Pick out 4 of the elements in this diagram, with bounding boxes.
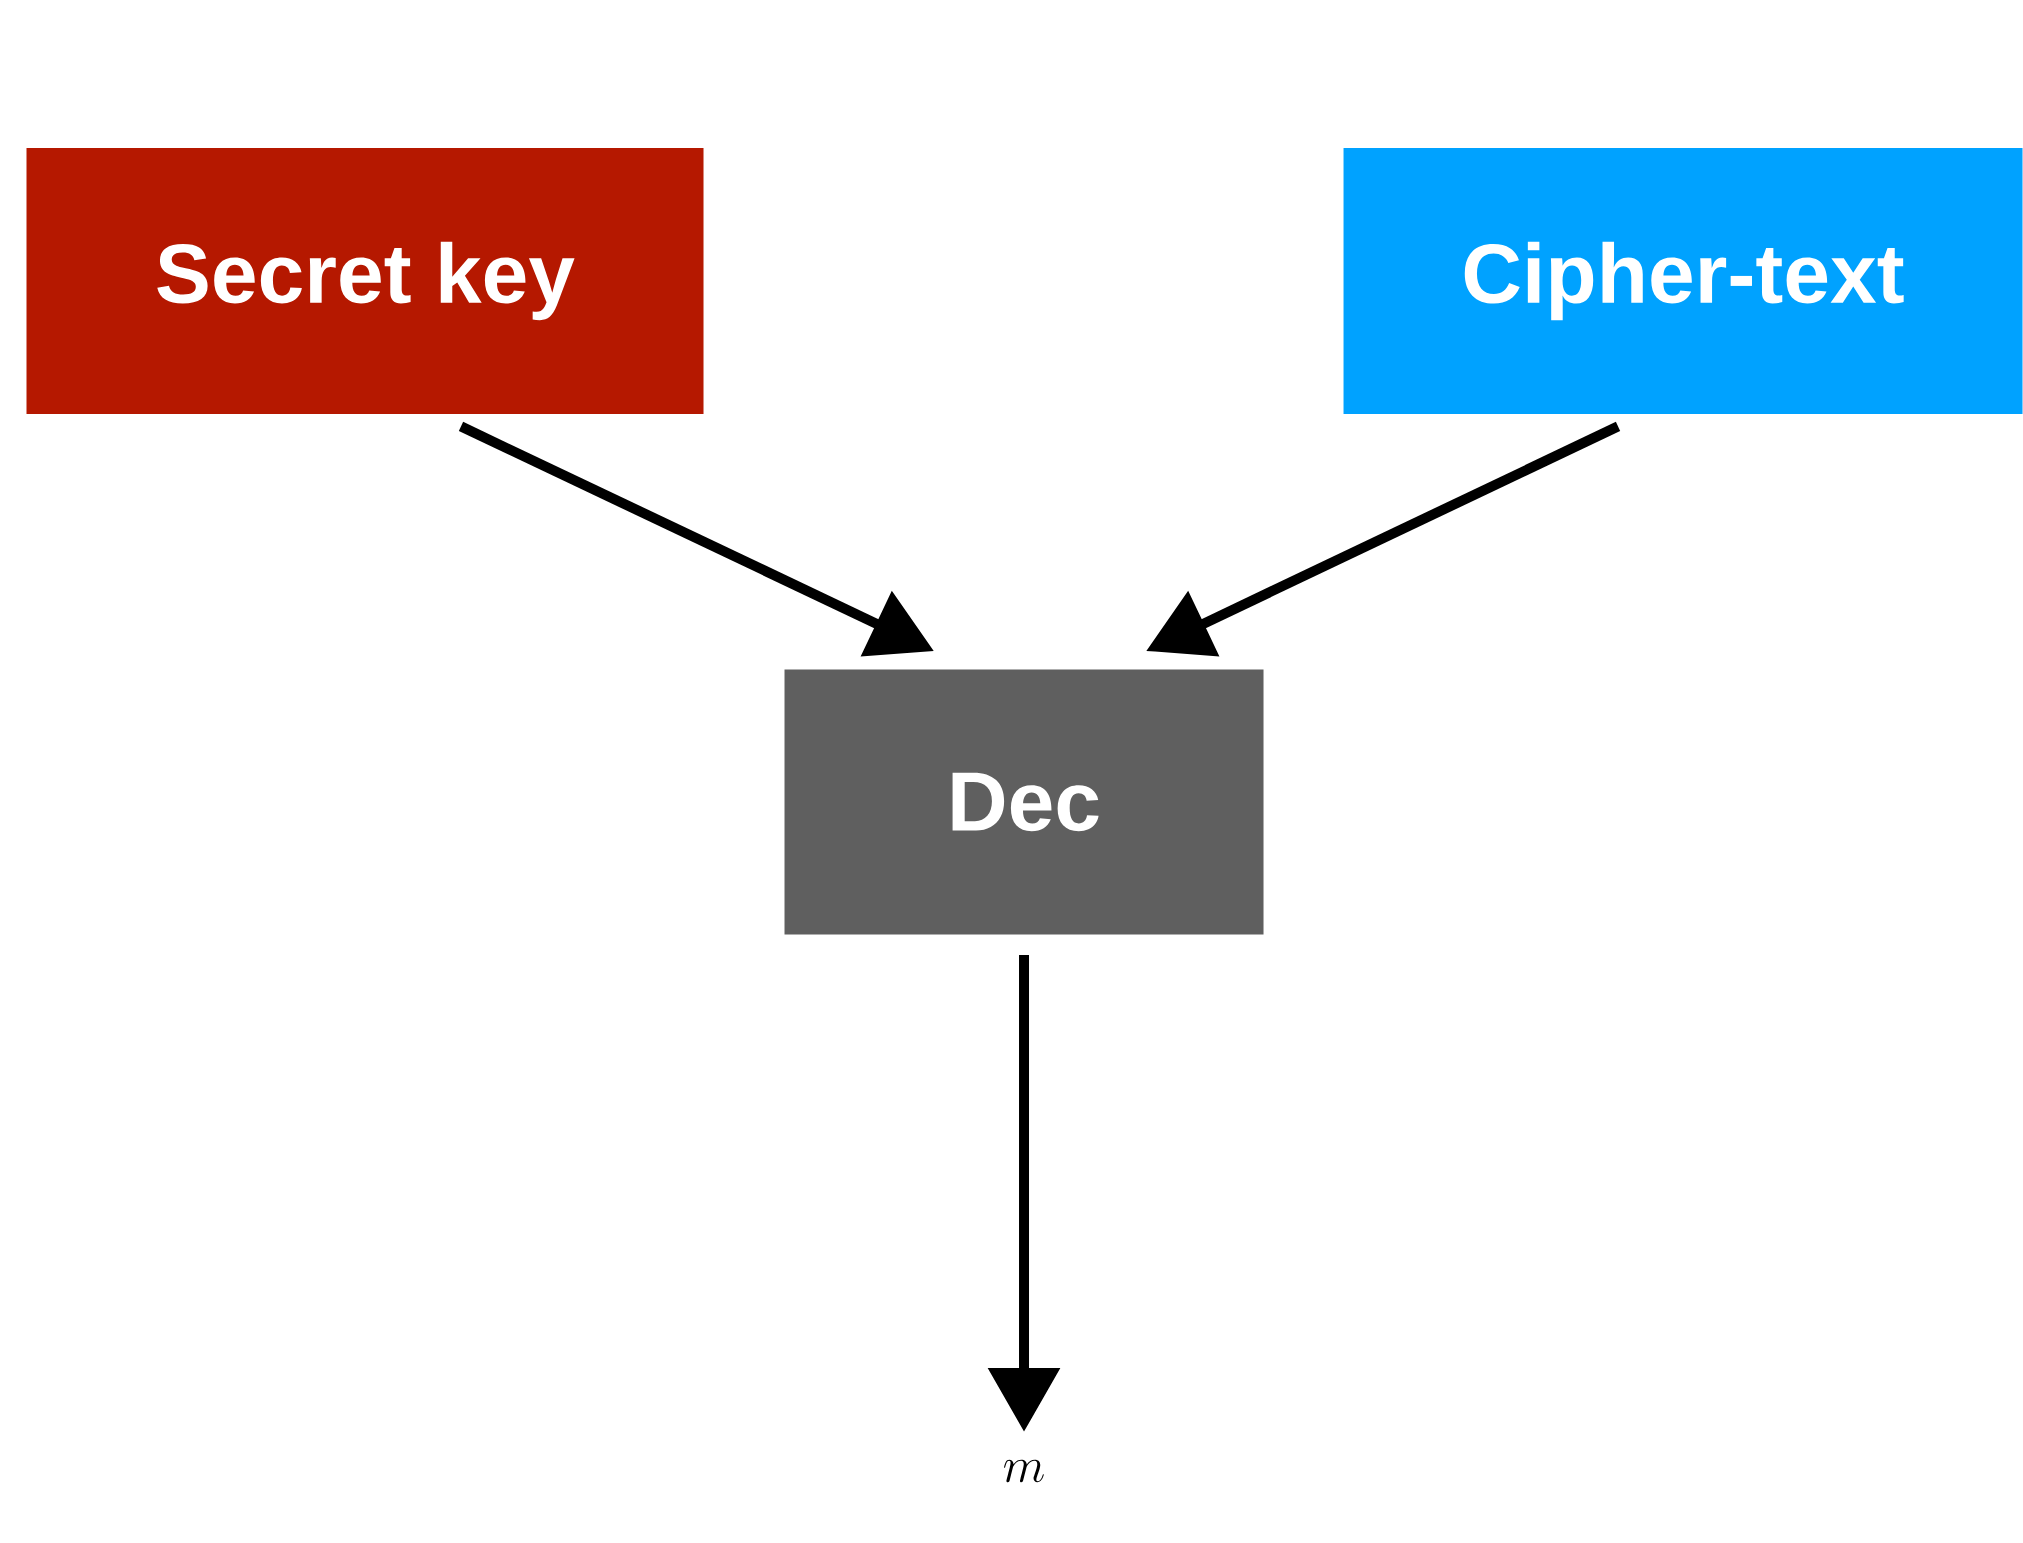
process-box: Cipher-text (1343, 148, 2023, 414)
process-box: Dec (784, 669, 1264, 935)
process-box: Secret key (26, 148, 704, 414)
math-label: $m$ (1004, 1459, 1044, 1483)
